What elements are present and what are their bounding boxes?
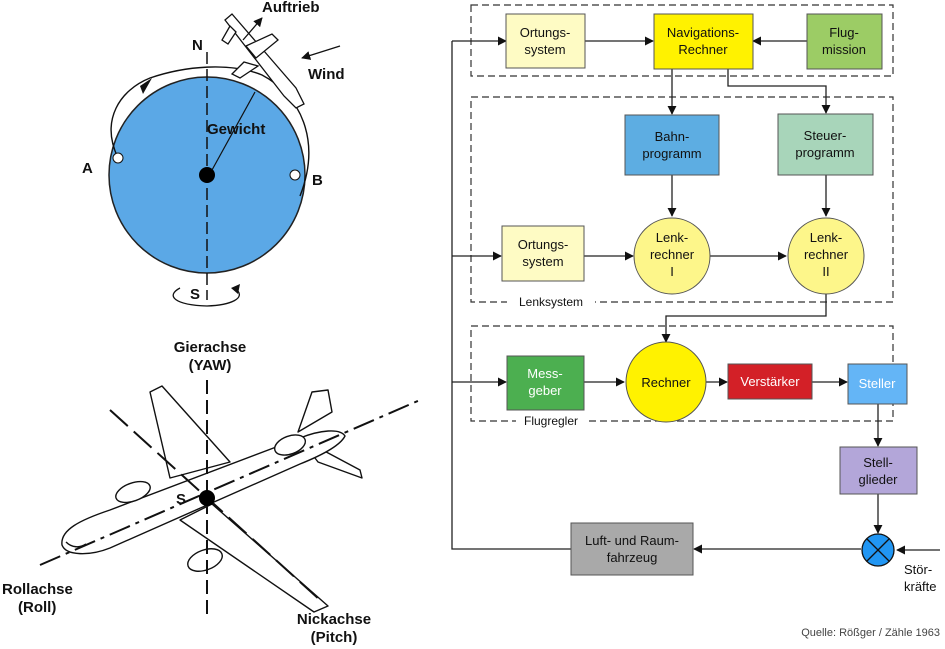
orbit-path [110,66,310,197]
stoerkraefte-label-2: kräfte [904,579,937,594]
spin-arrowhead [231,284,240,294]
source-caption: Quelle: Rößger / Zähle 1963 [801,627,940,639]
node-messgeber-line1: Mess- [527,366,562,381]
wind-arrow [301,45,341,60]
point-b-marker [289,169,301,181]
node-bahnprogramm-line2: programm [642,146,701,161]
node-messgeber: Mess- geber [506,355,585,411]
flow-lines [451,36,940,555]
wind-label: Wind [308,66,345,83]
node-navrechner-line1: Navigations- [667,25,739,40]
node-steller-label: Steller [859,376,897,391]
node-fahrzeug: Luft- und Raum- fahrzeug [570,522,694,576]
node-lenkrechner1-line3: I [670,264,674,279]
node-lenkrechner2-line1: Lenk- [810,230,843,245]
aircraft-center [199,490,215,506]
node-fahrzeug-line1: Luft- und Raum- [585,533,679,548]
node-steller: Steller [847,363,908,405]
flugregler-group-frame [470,325,894,422]
node-ortung1-line1: Ortungs- [520,25,571,40]
control-block-diagram: Lenksystem Flugregler [451,4,940,594]
node-steuerprogramm-line1: Steuer- [804,128,847,143]
north-label: N [192,37,203,54]
roll-axis [39,399,421,566]
node-lenkrechner1-line1: Lenk- [656,230,689,245]
earth-diagram: N S A B Auftrieb Wind Gewicht [82,0,345,307]
summing-junction-icon [861,533,895,567]
node-lenkrechner2-line2: rechner [804,247,849,262]
weight-label: Gewicht [207,121,265,138]
stoerkraefte-label-1: Stör- [904,562,932,577]
pitch-axis [109,409,321,601]
node-ortung1-line2: system [524,42,565,57]
node-stellglieder: Stell- glieder [839,446,918,495]
node-flugmission-line1: Flug- [829,25,859,40]
point-a-label: A [82,160,93,177]
node-stellglieder-line1: Stell- [863,455,893,470]
node-flugmission: Flug- mission [806,13,883,70]
yaw-axis-label-2: (YAW) [189,357,232,374]
node-messgeber-line2: geber [528,383,562,398]
node-bahnprogramm: Bahn- programm [624,114,720,176]
node-ortung2-line1: Ortungs- [518,237,569,252]
node-lenkrechner2-line3: II [822,264,829,279]
node-lenkrechner2: Lenk- rechner II [787,217,865,295]
orbit-arrow [140,78,152,94]
lift-arrow [242,17,263,41]
pitch-axis-label-1: Nickachse [297,611,371,628]
node-bahnprogramm-line1: Bahn- [655,129,690,144]
node-ortung2-line2: system [522,254,563,269]
pitch-axis-label-2: (Pitch) [311,629,358,646]
roll-axis-label-2: (Roll) [18,599,56,616]
weight-arrow [211,91,256,171]
node-steuerprogramm-line2: programm [795,145,854,160]
node-navrechner: Navigations- Rechner [653,13,754,70]
roll-axis-label-1: Rollachse [2,581,73,598]
node-verstaerker: Verstärker [727,363,813,400]
lift-label: Auftrieb [262,0,320,16]
node-stellglieder-line2: glieder [858,472,898,487]
node-rechner-label: Rechner [641,375,691,390]
node-lenkrechner1: Lenk- rechner I [633,217,711,295]
aircraft-axes-diagram: Gierachse (YAW) S Rollachse (Roll) Nicka… [2,339,421,646]
center-label: S [176,491,186,508]
node-lenkrechner1-line2: rechner [650,247,695,262]
node-steuerprogramm: Steuer- programm [777,113,874,176]
lenksystem-label: Lenksystem [519,295,583,309]
node-ortung1: Ortungs- system [505,13,586,69]
node-fahrzeug-line2: fahrzeug [607,550,658,565]
flugregler-label: Flugregler [524,414,578,428]
node-rechner: Rechner [625,341,707,423]
earth-center [199,167,215,183]
spin-arrow [172,287,240,307]
south-label: S [190,286,200,303]
yaw-axis-label-1: Gierachse [174,339,247,356]
node-navrechner-line2: Rechner [678,42,728,57]
lenksystem-group-frame [470,96,894,303]
point-b-label: B [312,172,323,189]
point-a-marker [112,152,124,164]
node-flugmission-line2: mission [822,42,866,57]
node-ortung2: Ortungs- system [501,225,585,282]
node-verstaerker-label: Verstärker [740,374,800,389]
